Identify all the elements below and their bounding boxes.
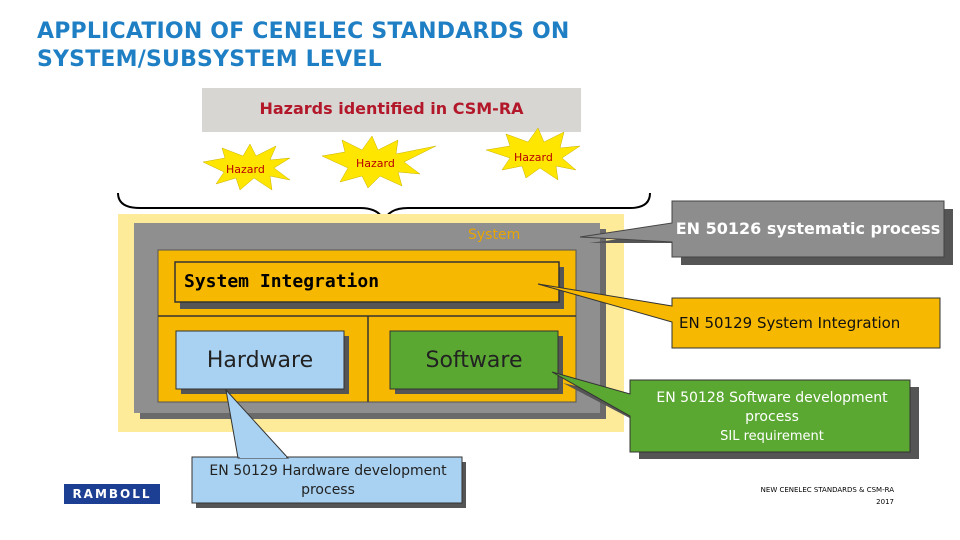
footer-title: NEW CENELEC STANDARDS & CSM-RA <box>760 486 894 494</box>
hazard-star-3 <box>485 127 581 181</box>
callout-en50129-hardware-shape <box>191 456 463 504</box>
callout-en50126-shape <box>579 200 945 258</box>
software-label: Software <box>425 347 523 373</box>
callout-en50126: EN 50126 systematic process <box>675 219 941 238</box>
callout-en50128-shape <box>551 371 911 453</box>
callout-en50128-sil: SIL requirement <box>720 428 824 444</box>
hazard-star-2 <box>321 135 437 189</box>
software-box <box>389 330 559 390</box>
footer-year: 2017 <box>876 498 894 506</box>
ramboll-logo: RAMBOLL <box>64 484 160 504</box>
hazard-label-2: Hazard <box>356 157 395 170</box>
callout-en50129-system-shape <box>537 283 941 349</box>
callout-en50128-main: EN 50128 Software development process <box>656 389 888 425</box>
hazards-banner-label: Hazards identified in CSM-RA <box>259 99 524 118</box>
hazard-label-1: Hazard <box>226 163 265 176</box>
callout-en50128: EN 50128 Software development process SI… <box>632 383 912 451</box>
hazard-label-3: Hazard <box>514 151 553 164</box>
hardware-label: Hardware <box>206 347 314 373</box>
system-integration-label: System Integration <box>184 271 380 292</box>
footer: NEW CENELEC STANDARDS & CSM-RA 2017 <box>700 484 894 508</box>
callout-en50129-hardware: EN 50129 Hardware development process <box>209 463 447 498</box>
system-integration-box <box>174 261 560 303</box>
hazards-banner: Hazards identified in CSM-RA <box>202 88 581 132</box>
system-label: System <box>468 227 521 243</box>
hardware-box <box>175 330 345 390</box>
page-title: APPLICATION OF CENELEC STANDARDS ON SYST… <box>37 19 570 72</box>
callout-en50129-system: EN 50129 System Integration <box>679 313 901 332</box>
hazard-star-1 <box>202 143 291 191</box>
